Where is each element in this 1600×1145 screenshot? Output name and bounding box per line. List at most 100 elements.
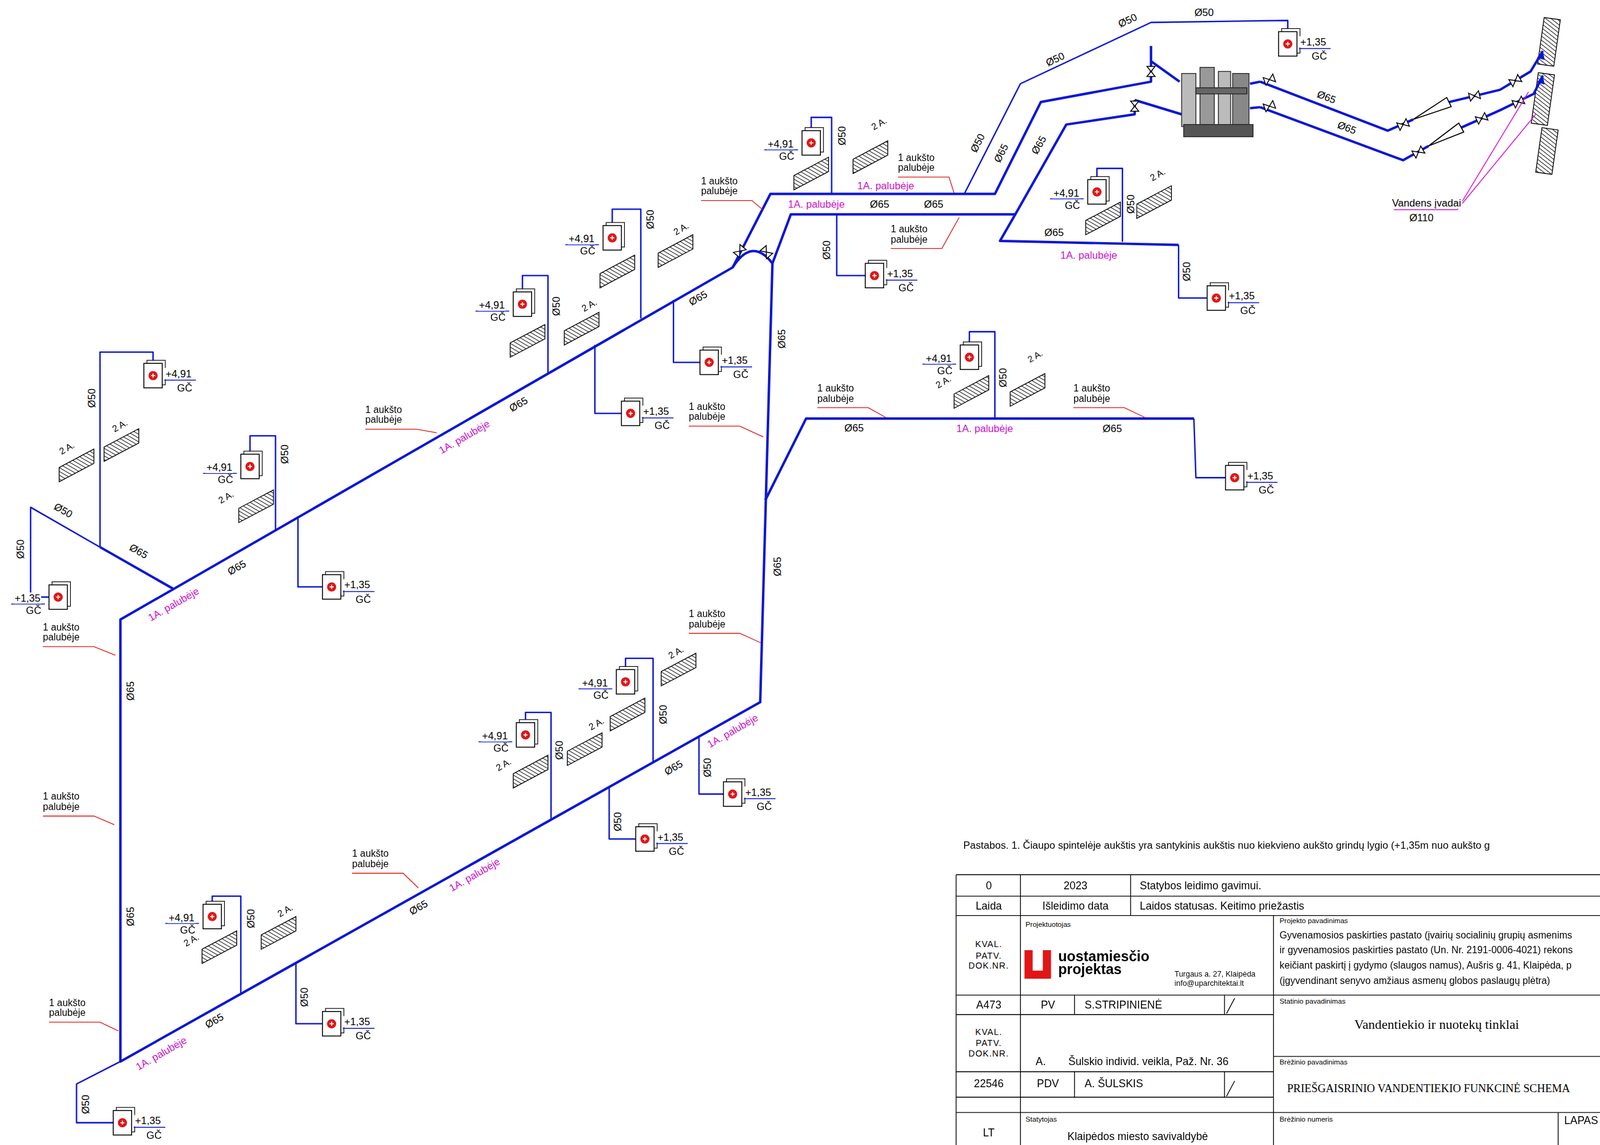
pipe-diameter: Ø50 (644, 208, 656, 231)
grid-line (1273, 994, 1600, 996)
water-meters (1413, 97, 1464, 147)
branch-pipe (1178, 245, 1208, 299)
wall-hatch (103, 428, 139, 461)
wall-hatch (658, 234, 693, 268)
pipe-diameter: Ø50 (1115, 11, 1140, 31)
grid-line (956, 1070, 1274, 1072)
cabinet-front (1207, 285, 1226, 311)
elevation-mark: +4,91 (481, 729, 509, 741)
pipe-diameter: Vandens įvadai (1391, 197, 1463, 209)
leader-line (352, 873, 419, 888)
cabinet-front (723, 781, 742, 807)
hydrant-icon (521, 729, 531, 740)
hydrant-cabinet (635, 823, 658, 851)
title-cell: 2023 (1062, 879, 1089, 892)
pipe-diameter: Ø50 (79, 1093, 91, 1116)
elevation-mark: +4,91 (924, 352, 953, 364)
pipe-diameter: Ø65 (843, 422, 866, 434)
wall-mark: 2 A. (869, 115, 890, 134)
wall-hatch (509, 324, 545, 357)
title-cell: LAPAS (1563, 1114, 1599, 1127)
leader-line (365, 428, 437, 433)
hydrant-cabinet (202, 900, 225, 929)
pipe-diameter: Ø65 (1335, 118, 1360, 137)
inlet-arrows (1536, 49, 1547, 85)
elevation-mark: +1,35 (886, 267, 914, 279)
hydrant-icon-mark (623, 679, 628, 684)
pipe-diameter: Ø50 (997, 366, 1009, 389)
title-cell: Išleidimo data (1041, 900, 1110, 912)
cabinet-front (240, 454, 260, 479)
wall-mark: 2 A. (275, 902, 296, 921)
hydrant-cabinet (621, 398, 643, 426)
callout-note: 1 aukšto palubėje (897, 152, 950, 174)
grid-line (1226, 1080, 1235, 1097)
pipes (30, 20, 1543, 1123)
title-cell: A. ŠULSKIS (1083, 1077, 1145, 1090)
title-cell: Laidos statusas. Keitimo priežastis (1138, 900, 1306, 912)
elevation-mark: GČ (1063, 199, 1081, 211)
hydrant-icon-mark (872, 273, 877, 278)
grid-line (1129, 874, 1131, 915)
elevation-mark: +4,91 (567, 232, 596, 244)
valve-symbol (1147, 66, 1156, 77)
grid-line (1557, 1112, 1559, 1145)
elevation-mark: +4,91 (478, 299, 506, 311)
wall-mark: 2 A. (57, 439, 78, 458)
elevation-mark: +1,35 (343, 578, 372, 590)
pipe-diameter: Ø50 (278, 443, 291, 466)
project-name-line: ir gyvenamosios paskirties pastato (Un. … (1278, 944, 1574, 955)
elevation-mark: +1,35 (13, 591, 42, 603)
hydrant-cabinet (113, 1107, 135, 1135)
branch-pipe (250, 435, 276, 530)
cabinet-front (143, 363, 163, 388)
pipe-diameter: Ø65 (991, 140, 1011, 165)
pipe-diameter: Ø65 (224, 557, 249, 578)
flow-arrow (1536, 49, 1547, 60)
cabinet-front (865, 262, 884, 288)
hydrant-cabinet (602, 222, 625, 251)
elevation-line (720, 366, 752, 367)
title-cell: KVAL. PATV. DOK.NR. (960, 1026, 1018, 1060)
elevation-mark: +4,91 (167, 911, 196, 923)
cabinet-front (1278, 31, 1298, 56)
leader-line (701, 200, 763, 209)
grid-line (956, 1096, 1274, 1098)
leader-line (817, 407, 886, 418)
branch-pipe (964, 20, 1288, 194)
cabinet-front (113, 1110, 132, 1135)
hydrant-icon-mark (329, 1021, 334, 1026)
meter-symbol (1428, 122, 1464, 146)
hydrant-cabinet (513, 288, 535, 317)
grid-line (956, 1013, 1274, 1015)
project-name-line: Gyvenamosios paskirties pastato (įvairių… (1278, 930, 1573, 941)
grid-line (1019, 874, 1021, 1145)
hydrant-icon (626, 408, 636, 418)
elevation-line (744, 798, 776, 799)
main-pipe (1461, 75, 1543, 128)
wall-hatch (954, 375, 989, 408)
company-logo-text: uostamiesčio projektas (1056, 949, 1161, 977)
elevation-mark: +1,35 (656, 831, 684, 843)
cabinet-front (616, 669, 635, 694)
elevation-line (342, 591, 375, 592)
wall-hatch (513, 755, 548, 788)
hydrant-icon (607, 232, 617, 243)
title-caption: Brėžinio pavadinimas (1278, 1058, 1349, 1067)
hydrant-icon (806, 138, 816, 148)
pipe-diameter: Ø50 (1125, 193, 1137, 216)
wall-mark: 2 A. (671, 220, 692, 239)
elevation-line (885, 279, 917, 281)
hydrant-icon-mark (523, 732, 528, 737)
elevation-mark: GČ (755, 800, 773, 812)
callout-note: 1 aukšto palubėje (350, 848, 404, 871)
flow-arrow (1536, 74, 1547, 85)
cabinet-front (635, 826, 655, 851)
elevation-mark: GČ (592, 689, 610, 701)
pump-part (1218, 71, 1231, 129)
callout-note: 1 aukšto palubėje (41, 791, 95, 813)
pipe-diameter: Ø50 (1193, 6, 1215, 18)
title-cell: S.STRIPINIENĖ (1083, 999, 1164, 1011)
elevation-mark: GČ (667, 844, 686, 856)
